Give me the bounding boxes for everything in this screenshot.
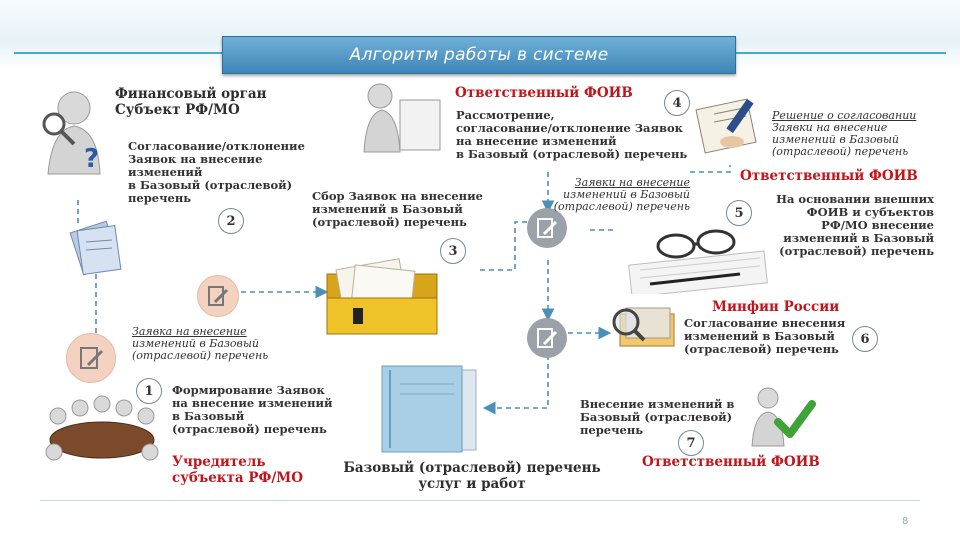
step-3-text: Сбор Заявок на внесение изменений в Базо…	[312, 189, 483, 229]
actor-minfin: Минфин России	[712, 299, 840, 315]
actor-foiv-mid: Ответственный ФОИВ	[740, 168, 918, 184]
slide-title: Алгоритм работы в системе	[349, 45, 609, 65]
question-mark-icon: ?	[84, 144, 100, 174]
actor-label-line: Финансовый орган	[115, 86, 267, 102]
page-number: 8	[902, 516, 909, 527]
binder-documents-icon	[381, 365, 477, 453]
step-6-text: Согласование внесения изменений в Базовы…	[684, 316, 846, 356]
note-zayavki: Заявки на внесение изменений в Базовый (…	[553, 176, 690, 213]
step-1-text: Формирование Заявок на внесение изменени…	[172, 383, 333, 436]
bottom-rule	[40, 500, 920, 501]
meeting-table-icon	[45, 395, 159, 461]
edit-form-icon	[197, 275, 239, 317]
actor-base-list: Базовый (отраслевой) перечень услуг и ра…	[343, 460, 601, 492]
step-4-number: 4	[664, 90, 690, 116]
step-3-number: 3	[440, 238, 466, 264]
edit-form-icon	[527, 208, 567, 248]
note-reshenie: Решение о согласовании Заявки на внесени…	[772, 109, 917, 158]
step-5-number: 5	[726, 200, 752, 226]
step-1-number: 1	[136, 378, 162, 404]
figure-with-checkmark-icon	[751, 387, 816, 447]
figure-with-board-icon	[363, 83, 441, 153]
detective-figure-icon	[42, 91, 101, 175]
step-4-text: Рассмотрение, согласование/отклонение За…	[456, 108, 688, 161]
actor-label-line: Субъект РФ/МО	[115, 102, 240, 118]
glasses-and-pen-icon	[628, 229, 768, 294]
step-7-number: 7	[678, 430, 704, 456]
title-bar: Алгоритм работы в системе	[222, 36, 736, 74]
actor-foiv-top: Ответственный ФОИВ	[455, 85, 633, 101]
flow-line-3-4	[480, 221, 540, 271]
step-7-text: Внесение изменений в Базовый (отраслевой…	[580, 397, 735, 437]
step-2-number: 2	[218, 208, 244, 234]
magnifier-folders-icon	[612, 307, 675, 347]
flow-line-7	[482, 355, 549, 415]
step-6-number: 6	[852, 326, 878, 352]
actor-uchreditel: Учредитель субъекта РФ/МО	[172, 454, 303, 486]
edit-form-icon	[66, 333, 116, 383]
step-5-text: На основании внешних ФОИВ и субъектов РФ…	[776, 192, 934, 258]
note-zayavka: Заявка на внесение изменений в Базовый (…	[132, 325, 269, 362]
actor-foiv-bottom: Ответственный ФОИВ	[642, 454, 820, 470]
edit-form-icon	[527, 318, 567, 358]
flow-line-4-5	[690, 165, 731, 173]
folder-with-documents-icon	[326, 258, 438, 335]
actor-fin-organ: Финансовый орган Субъект РФ/МО	[115, 86, 267, 118]
documents-stack-icon	[69, 220, 122, 276]
step-2-text: Согласование/отклонение Заявок на внесен…	[128, 139, 305, 205]
signing-document-icon	[695, 98, 757, 154]
